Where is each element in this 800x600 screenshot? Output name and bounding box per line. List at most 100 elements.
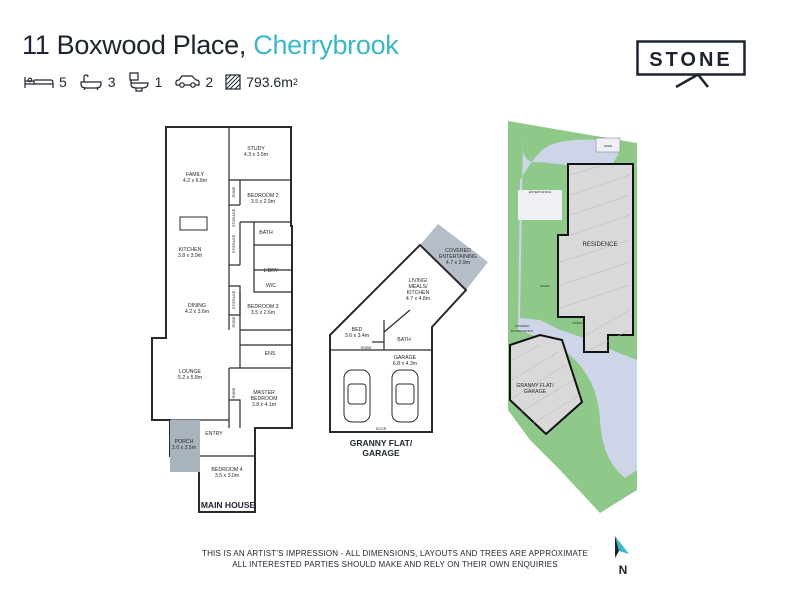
storage2-label: STORAGE — [232, 234, 236, 253]
lounge-dims: 5.2 x 5.8m — [178, 375, 202, 381]
living-label-2: MEALS/ — [408, 284, 428, 290]
suburb: Cherrybrook — [253, 30, 399, 60]
storage3-label: STORAGE — [232, 290, 236, 309]
toilet-icon — [128, 72, 149, 92]
disclaimer-line-1: THIS IS AN ARTIST'S IMPRESSION - ALL DIM… — [201, 549, 589, 558]
street-address: 11 Boxwood Place, — [22, 30, 247, 60]
garage-dims: 6.8 x 4.3m — [393, 361, 417, 367]
granny-flat-labels: COVERED ENTERTAINING 4.7 x 2.9m LIVING/ … — [345, 248, 477, 367]
granny-robe-label: ROBE — [361, 346, 372, 350]
main-house-interior — [170, 127, 291, 457]
bedroom2-label: BEDROOM 2 — [247, 193, 278, 199]
storage1-label: STORAGE — [232, 208, 236, 227]
covered-label: COVERED — [445, 248, 471, 254]
site-granny-flat — [509, 333, 584, 436]
site-plan — [508, 121, 637, 513]
property-address: 11 Boxwood Place, Cherrybrook — [22, 30, 399, 61]
land-area-icon — [225, 74, 241, 90]
living-label: LIVING/ — [409, 278, 428, 284]
car-icon — [175, 75, 200, 88]
toilets-stat: 1 — [128, 72, 163, 92]
robe2-label: ROBE — [232, 316, 236, 327]
dining-label: DINING — [188, 303, 206, 309]
main-house-caption: MAIN HOUSE — [201, 500, 256, 510]
living-label-3: KITCHEN — [407, 290, 430, 296]
main-house-plan — [151, 126, 293, 513]
car-spaces-stat: 2 — [174, 74, 213, 90]
dining-dims: 4.2 x 3.6m — [185, 309, 209, 315]
disclaimer-line-2: ALL INTERESTED PARTIES SHOULD MAKE AND R… — [232, 560, 558, 569]
robe3-label: ROBE — [232, 387, 236, 398]
robe1-label: ROBE — [232, 186, 236, 197]
site-residence — [557, 163, 634, 353]
bedroom3-dims: 3.5 x 2.6m — [251, 310, 275, 316]
covered-dims: 4.7 x 2.9m — [446, 260, 470, 266]
entry-label: ENTRY — [205, 431, 223, 437]
master-dims: 3.8 x 4.1m — [252, 402, 276, 408]
site-paved-area — [518, 190, 562, 220]
main-house-labels: STUDY 4.3 x 3.5m FAMILY 4.2 x 6.6m BEDRO… — [172, 146, 279, 479]
site-granny-hatch — [511, 344, 581, 425]
toilets-count: 1 — [154, 74, 163, 90]
car-right-icon — [391, 369, 419, 423]
car-left-icon — [343, 369, 371, 423]
logo-text: STONE — [649, 49, 733, 71]
site-covered-label: COVERED — [515, 324, 531, 328]
site-shed-label: SHED — [604, 144, 613, 148]
study-dims: 4.3 x 3.5m — [244, 152, 268, 158]
master-label: MASTER — [253, 390, 275, 396]
kitchen-label: KITCHEN — [179, 247, 202, 253]
garage-door-label: DOOR — [376, 427, 387, 431]
bath-label: BATH — [259, 230, 273, 236]
ensuite-label: ENS — [265, 351, 276, 357]
north-arrow-icon: N — [615, 536, 629, 577]
site-covered-entertaining-label: ENTERTAINING — [511, 329, 534, 333]
laundry-label: L'DRY — [264, 268, 279, 274]
master-label-2: BEDROOM — [251, 396, 278, 402]
site-paved-label: PAVED — [540, 284, 551, 288]
lounge-label: LOUNGE — [179, 369, 201, 375]
site-granny-label-2: GARAGE — [524, 389, 547, 395]
bedrooms-count: 5 — [59, 74, 67, 90]
main-house-vertical-labels: ROBE STORAGE STORAGE STORAGE ROBE ROBE — [232, 186, 236, 398]
living-dims: 4.7 x 4.8m — [406, 296, 430, 302]
bed-dims: 3.6 x 3.4m — [345, 333, 369, 339]
bedroom3-label: BEDROOM 3 — [247, 304, 278, 310]
kitchen-island — [179, 216, 208, 231]
bedroom4-label: BEDROOM 4 — [211, 467, 242, 473]
site-entertaining-label: ENTERTAINING — [529, 190, 552, 194]
porch-label: PORCH — [175, 439, 194, 445]
bathrooms-stat: 3 — [79, 74, 116, 90]
porch-area — [170, 420, 200, 472]
car-spaces-count: 2 — [205, 74, 214, 90]
granny-bath-label: BATH — [397, 337, 411, 343]
site-porch-label: PORCH — [573, 321, 584, 325]
site-plan-labels: RESIDENCE GRANNY FLAT/ GARAGE SHED ENTER… — [511, 144, 618, 395]
family-dims: 4.2 x 6.6m — [183, 178, 207, 184]
bath-icon — [80, 74, 102, 90]
covered-entertaining-area — [420, 224, 488, 290]
land-area-value: 793.6m — [246, 74, 293, 90]
covered-label-2: ENTERTAINING — [439, 254, 477, 260]
bathrooms-count: 3 — [107, 74, 116, 90]
site-driveway — [518, 139, 637, 478]
granny-flat-interior — [330, 309, 432, 351]
granny-flat-caption-2: GARAGE — [362, 448, 400, 458]
stone-logo: STONE — [636, 40, 746, 88]
site-shed — [595, 137, 621, 153]
granny-flat-cars — [343, 369, 419, 423]
bedroom2-dims: 3.5 x 2.9m — [251, 199, 275, 205]
disclaimer: THIS IS AN ARTIST'S IMPRESSION - ALL DIM… — [190, 548, 600, 570]
bed-label: BED — [352, 327, 363, 333]
land-area-unit-sup: 2 — [292, 77, 298, 87]
garage-label: GARAGE — [394, 355, 417, 361]
bedroom4-dims: 3.5 x 3.0m — [215, 473, 239, 479]
site-residence-hatch — [559, 165, 631, 351]
bedrooms-stat: 5 — [24, 74, 67, 90]
porch-dims: 2.0 x 3.5m — [172, 445, 196, 451]
site-granny-label-1: GRANNY FLAT/ — [516, 383, 554, 389]
north-label: N — [619, 563, 628, 577]
